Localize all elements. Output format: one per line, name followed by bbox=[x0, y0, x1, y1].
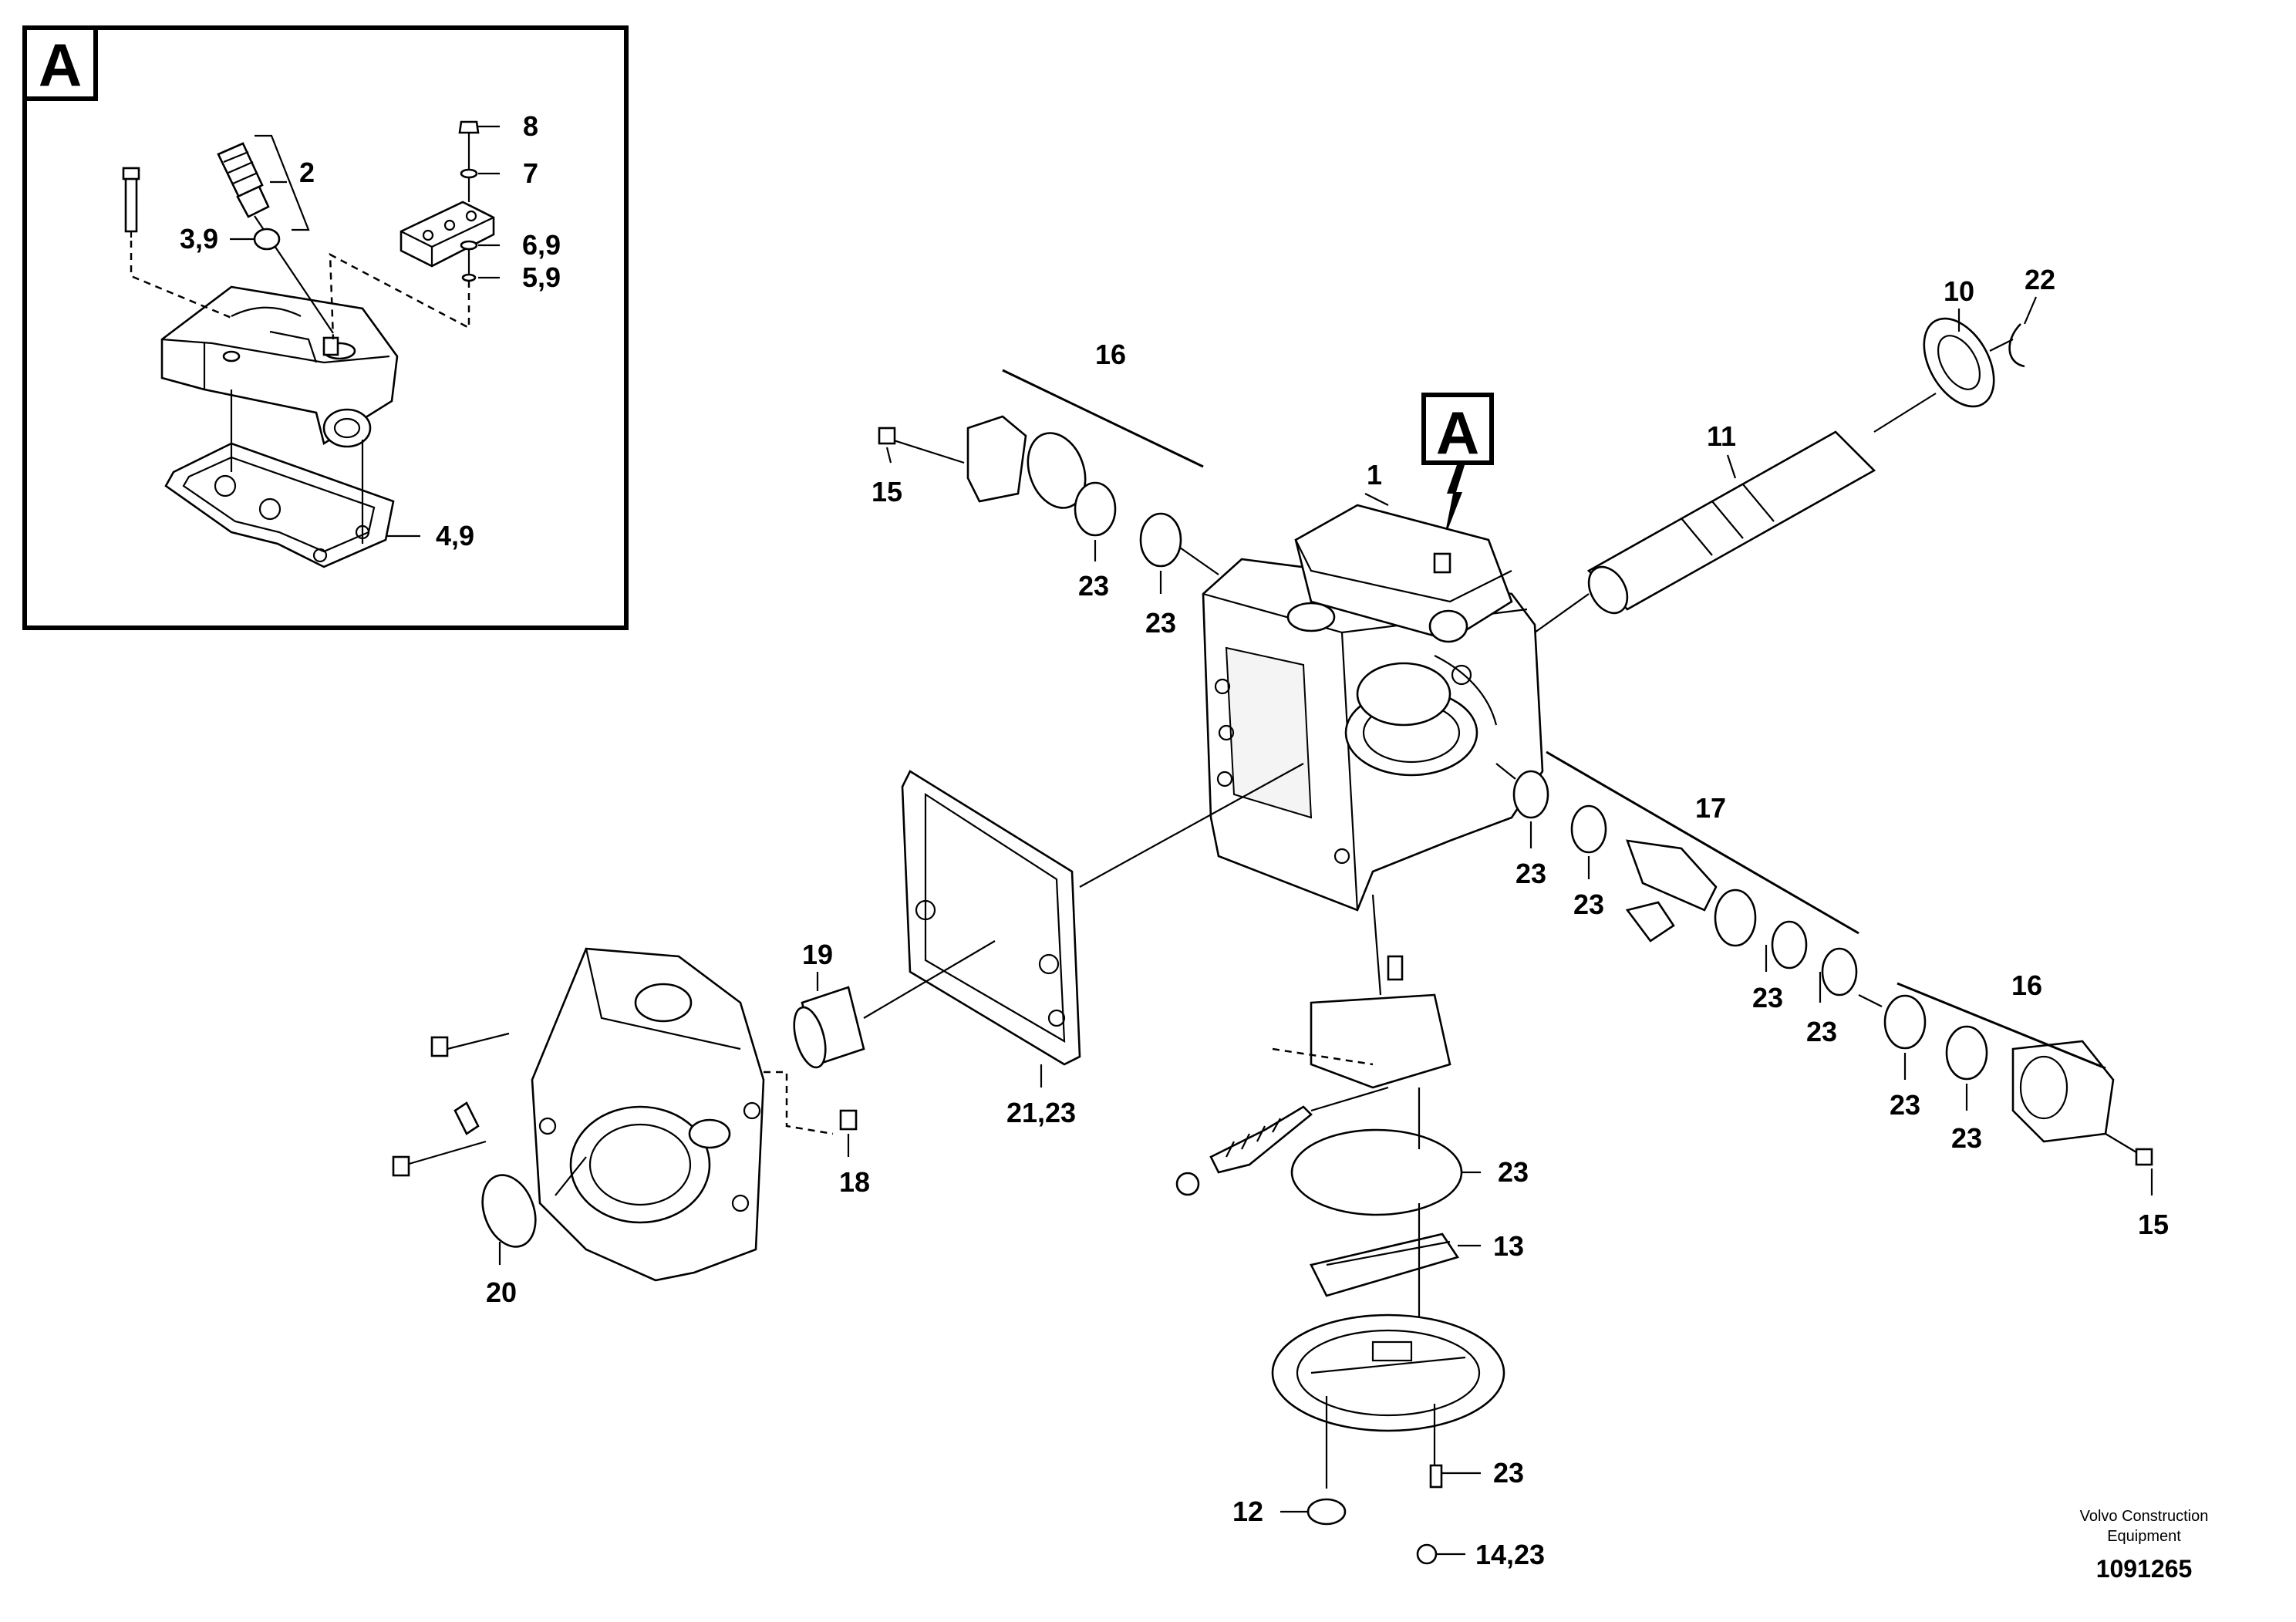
callout-4-9: 4,9 bbox=[436, 520, 474, 551]
o-ring-23-large bbox=[1290, 1128, 1463, 1216]
footer-document-number: 1091265 bbox=[2096, 1555, 2193, 1583]
servo-cover-16-lower bbox=[1883, 994, 2115, 1143]
gasket-21-23 bbox=[901, 770, 1081, 1066]
bushing-19 bbox=[793, 986, 865, 1069]
screw-14-23 bbox=[1416, 1543, 1438, 1565]
swash-plate-group bbox=[1272, 955, 1451, 1089]
detail-a-marker-label: A bbox=[1436, 399, 1479, 467]
o-ring-3-9 bbox=[253, 228, 281, 251]
callout-23-e: 23 bbox=[1752, 982, 1783, 1013]
plug-18 bbox=[839, 1109, 858, 1131]
callout-23-j: 23 bbox=[1493, 1457, 1524, 1489]
circlip-22 bbox=[2008, 323, 2025, 368]
drive-shaft-11 bbox=[1586, 430, 1876, 615]
callout-3-9: 3,9 bbox=[180, 223, 218, 255]
detail-inset: A bbox=[22, 25, 629, 630]
screw-23 bbox=[1429, 1464, 1443, 1489]
control-block-on-housing bbox=[1294, 504, 1513, 643]
callout-10: 10 bbox=[1944, 275, 1974, 307]
callout-20: 20 bbox=[486, 1276, 517, 1308]
callout-23-h: 23 bbox=[1951, 1122, 1982, 1154]
footer-block: Volvo Construction Equipment 1091265 bbox=[2080, 1508, 2209, 1583]
inset-tag-label: A bbox=[39, 31, 82, 99]
seal-5-9 bbox=[461, 273, 477, 282]
callout-23-a: 23 bbox=[1078, 570, 1109, 602]
servo-cover-16-upper bbox=[966, 415, 1182, 568]
bracket-16-upper bbox=[1002, 369, 1204, 468]
callout-13: 13 bbox=[1493, 1230, 1524, 1262]
screw-8 bbox=[458, 120, 480, 134]
callout-1: 1 bbox=[1367, 459, 1382, 491]
bolt-lower-left bbox=[392, 1155, 410, 1177]
footer-company-line2: Equipment bbox=[2107, 1528, 2181, 1545]
bolt-upper-left bbox=[430, 1036, 449, 1057]
control-valve-body bbox=[160, 285, 399, 448]
callout-15-lower: 15 bbox=[2138, 1209, 2169, 1240]
bracket-17 bbox=[1546, 750, 1859, 935]
slide-plate-13 bbox=[1310, 1233, 1460, 1297]
callout-6-9: 6,9 bbox=[522, 229, 561, 261]
callout-17: 17 bbox=[1695, 792, 1726, 824]
callout-14-23: 14,23 bbox=[1475, 1539, 1545, 1570]
washer-7 bbox=[460, 168, 478, 179]
bearing-10 bbox=[1923, 317, 1995, 408]
spring-assembly bbox=[1175, 1105, 1313, 1196]
pump-housing-1 bbox=[1202, 558, 1544, 912]
tab-plate bbox=[453, 1101, 480, 1135]
valve-insert-2 bbox=[217, 142, 270, 218]
inset-bolt bbox=[122, 167, 140, 238]
callout-7: 7 bbox=[523, 157, 538, 189]
end-cover bbox=[531, 947, 765, 1282]
callout-23-f: 23 bbox=[1806, 1016, 1837, 1047]
inset-tag-box bbox=[22, 25, 98, 101]
gasket-4-9 bbox=[164, 442, 395, 568]
detail-a-marker: A bbox=[1421, 393, 1494, 540]
ring-20 bbox=[481, 1174, 537, 1248]
callout-12: 12 bbox=[1232, 1496, 1263, 1527]
callout-22: 22 bbox=[2025, 264, 2055, 295]
servo-group-17 bbox=[1512, 770, 1858, 996]
retainer-plate bbox=[400, 201, 495, 268]
callout-11: 11 bbox=[1707, 420, 1736, 452]
callout-21-23: 21,23 bbox=[1006, 1097, 1076, 1128]
callout-23-g: 23 bbox=[1890, 1089, 1920, 1121]
callout-15-upper: 15 bbox=[872, 476, 902, 508]
washer-6-9 bbox=[460, 240, 478, 251]
callout-23-d: 23 bbox=[1573, 889, 1604, 920]
callout-8: 8 bbox=[523, 110, 538, 142]
callout-19: 19 bbox=[802, 939, 833, 970]
footer-company-line1: Volvo Construction bbox=[2080, 1508, 2209, 1525]
bracket-16-lower bbox=[1896, 982, 2106, 1070]
callout-23-c: 23 bbox=[1515, 858, 1546, 889]
callout-23-i: 23 bbox=[1498, 1156, 1529, 1188]
callout-5-9: 5,9 bbox=[522, 261, 561, 293]
callout-23-b: 23 bbox=[1145, 607, 1176, 639]
callout-16-upper: 16 bbox=[1095, 339, 1126, 370]
callout-16-lower: 16 bbox=[2011, 969, 2042, 1001]
base-plate bbox=[1271, 1313, 1505, 1432]
callout-2: 2 bbox=[299, 157, 315, 188]
screw-15-upper bbox=[878, 427, 896, 445]
callout-18: 18 bbox=[839, 1166, 870, 1198]
screw-15-lower bbox=[2135, 1148, 2153, 1166]
plug-12 bbox=[1306, 1498, 1347, 1526]
inset-frame bbox=[22, 25, 629, 630]
